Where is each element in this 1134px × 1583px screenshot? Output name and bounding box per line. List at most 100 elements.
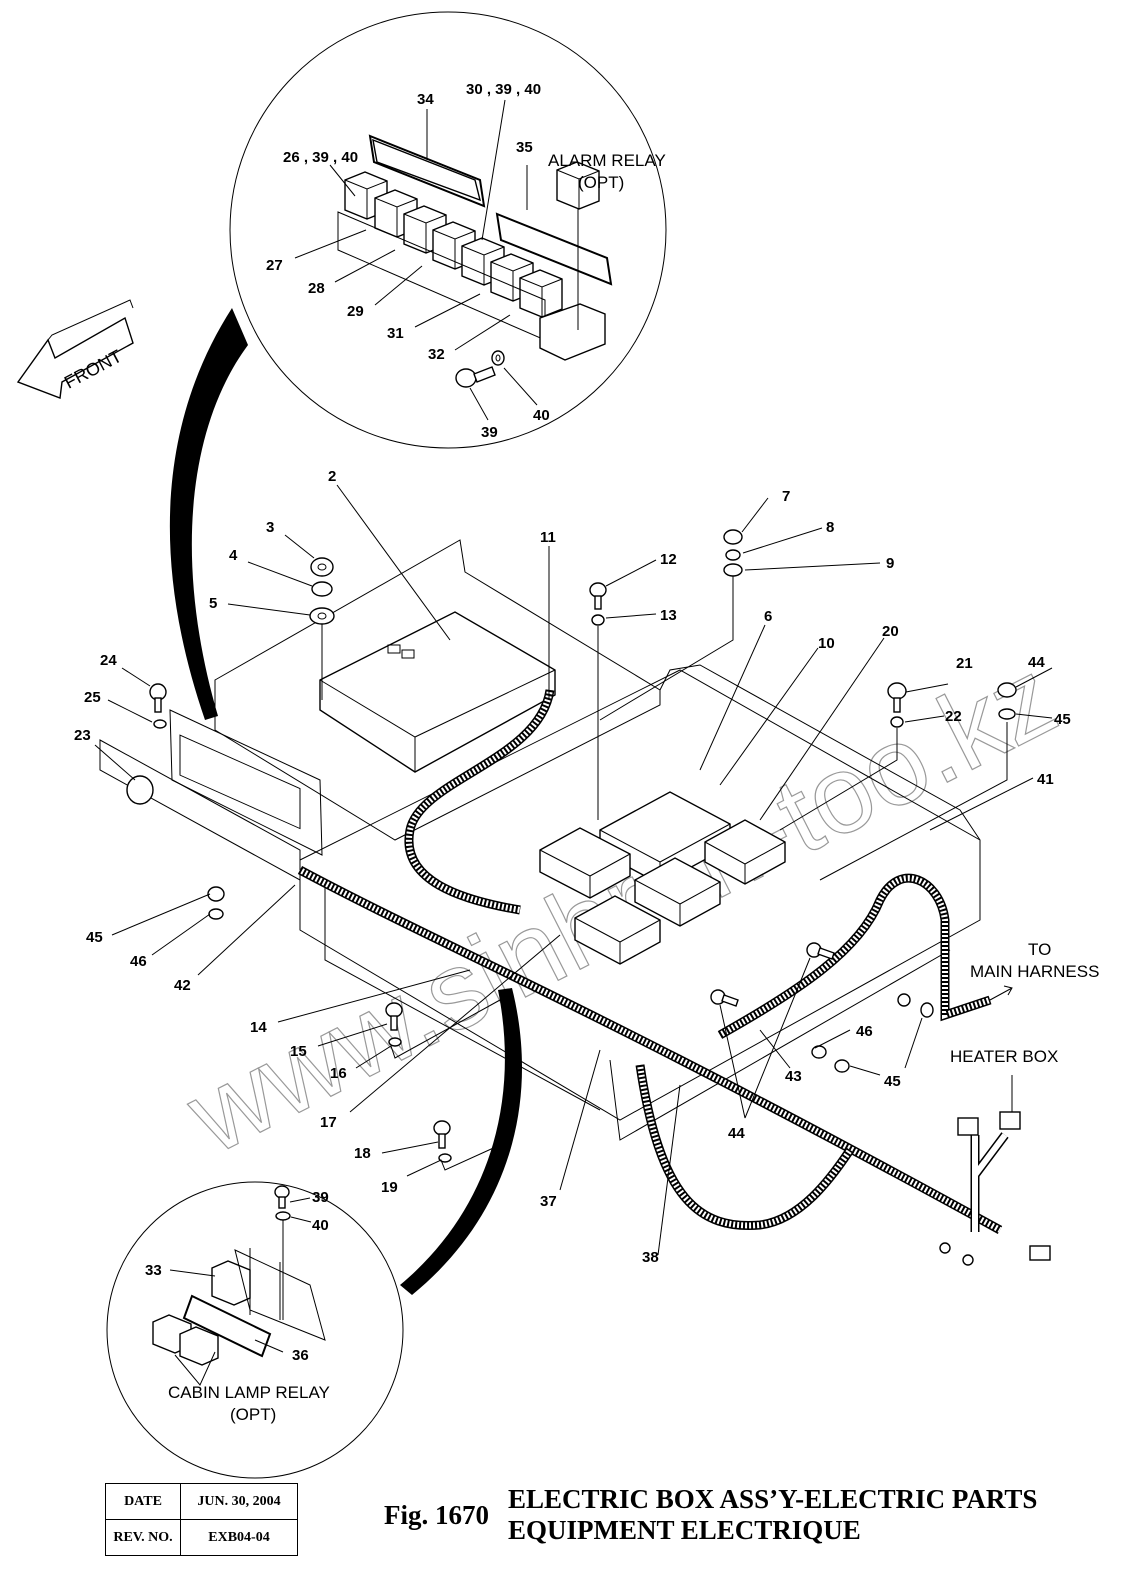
relay-label-plate-35 bbox=[495, 212, 613, 286]
callout-32: 32 bbox=[428, 346, 445, 363]
fastener-washer-46-right bbox=[897, 993, 911, 1007]
callout-45-top: 45 bbox=[1054, 711, 1071, 728]
leader-lines bbox=[94, 484, 1053, 1256]
fastener-washer-16 bbox=[388, 1037, 402, 1047]
callout-39-top: 39 bbox=[481, 424, 498, 441]
to-label: TO bbox=[1028, 940, 1051, 959]
date-value: JUN. 30, 2004 bbox=[180, 1483, 298, 1520]
fastener-bolt-24 bbox=[149, 683, 167, 713]
alarm-relay-opt bbox=[556, 161, 600, 210]
callout-39-bottom: 39 bbox=[312, 1189, 329, 1206]
callout-45-right: 45 bbox=[884, 1073, 901, 1090]
clamp-23 bbox=[126, 775, 154, 805]
callout-36: 36 bbox=[292, 1347, 309, 1364]
screw-39-bottom bbox=[274, 1185, 290, 1209]
fastener-washer-46b bbox=[811, 1045, 827, 1059]
callout-18: 18 bbox=[354, 1145, 371, 1162]
fastener-washer-5 bbox=[309, 607, 335, 625]
callout-28: 28 bbox=[308, 280, 325, 297]
rev-value: EXB04-04 bbox=[180, 1519, 298, 1556]
callout-4: 4 bbox=[229, 547, 238, 564]
fastener-washer-4 bbox=[311, 581, 333, 597]
fastener-washer-13 bbox=[591, 614, 605, 626]
to-main-harness-arrow-icon bbox=[989, 985, 1013, 1001]
controller-2 bbox=[387, 644, 415, 659]
callout-22: 22 bbox=[945, 708, 962, 725]
callout-21: 21 bbox=[956, 655, 973, 672]
callout-40-bottom: 40 bbox=[312, 1217, 329, 1234]
callout-27: 27 bbox=[266, 257, 283, 274]
figure-number: Fig. 1670 bbox=[384, 1500, 489, 1530]
figure-title-fr: EQUIPMENT ELECTRIQUE bbox=[508, 1515, 861, 1545]
callout-16: 16 bbox=[330, 1065, 347, 1082]
callout-10: 10 bbox=[818, 635, 835, 652]
callout-14: 14 bbox=[250, 1019, 267, 1036]
callout-40-top: 40 bbox=[533, 407, 550, 424]
fastener-nut-44 bbox=[997, 682, 1017, 698]
alarm-relay-opt-label: (OPT) bbox=[578, 173, 624, 192]
cabin-lamp-relay-opt-label: (OPT) bbox=[230, 1405, 276, 1424]
fastener-washer-25 bbox=[153, 719, 167, 729]
callout-2: 2 bbox=[328, 468, 336, 485]
fastener-bolt-21 bbox=[887, 682, 907, 713]
callout-5: 5 bbox=[209, 595, 217, 612]
callout-17: 17 bbox=[320, 1114, 337, 1131]
fastener-nut-45b bbox=[834, 1059, 850, 1073]
callout-31: 31 bbox=[387, 325, 404, 342]
detail-pointer-bottom bbox=[400, 988, 523, 1295]
detail-pointer-top bbox=[169, 308, 248, 720]
callout-41: 41 bbox=[1037, 771, 1054, 788]
fastener-bolt-44a bbox=[710, 989, 739, 1007]
relay-box-10 bbox=[539, 827, 631, 899]
relay-33 bbox=[211, 1260, 251, 1306]
callout-34: 34 bbox=[417, 91, 434, 108]
relay-panel-left bbox=[99, 709, 323, 881]
callout-35: 35 bbox=[516, 139, 533, 156]
relay-label-plate-34 bbox=[368, 134, 486, 208]
fastener-washer-45 bbox=[998, 708, 1016, 720]
fastener-washer-19 bbox=[438, 1153, 452, 1163]
main-harness-label: MAIN HARNESS bbox=[970, 962, 1099, 981]
callout-20: 20 bbox=[882, 623, 899, 640]
relay-box-20 bbox=[704, 819, 786, 885]
callout-24: 24 bbox=[100, 652, 117, 669]
callout-8: 8 bbox=[826, 519, 834, 536]
callout-29: 29 bbox=[347, 303, 364, 320]
callout-42: 42 bbox=[174, 977, 191, 994]
callout-19: 19 bbox=[381, 1179, 398, 1196]
wire-harness bbox=[297, 689, 1009, 1234]
relay-box-17b bbox=[634, 857, 721, 927]
relay-box-17a bbox=[574, 895, 661, 965]
relay-32b bbox=[519, 269, 563, 318]
callout-46-right: 46 bbox=[856, 1023, 873, 1040]
main-callouts: 2 3 4 5 6 7 8 9 10 11 12 13 14 15 16 17 … bbox=[74, 468, 1071, 1266]
heater-box-label: HEATER BOX bbox=[950, 1047, 1058, 1066]
callout-15: 15 bbox=[290, 1043, 307, 1060]
rev-label: REV. NO. bbox=[105, 1519, 181, 1556]
fastener-washer-8 bbox=[725, 549, 741, 561]
fastener-bolt-18 bbox=[433, 1120, 451, 1149]
figure-titles: ELECTRIC BOX ASS’Y-ELECTRIC PARTS EQUIPM… bbox=[508, 1484, 1037, 1546]
fastener-washer-22 bbox=[890, 716, 904, 728]
callout-45-left: 45 bbox=[86, 929, 103, 946]
fastener-nut-3 bbox=[310, 557, 334, 577]
heater-box-connectors bbox=[939, 1111, 1051, 1266]
detail-circle-top: 34 30 , 39 , 40 26 , 39 , 40 35 27 28 29… bbox=[229, 11, 667, 449]
callout-33: 33 bbox=[145, 1262, 162, 1279]
callout-9: 9 bbox=[886, 555, 894, 572]
detail-circle-bottom: 39 40 33 36 CABIN LAMP RELAY (OPT) bbox=[106, 1181, 404, 1479]
relay-row bbox=[337, 171, 606, 361]
callout-46-left: 46 bbox=[130, 953, 147, 970]
callout-26-39-40: 26 , 39 , 40 bbox=[283, 149, 358, 166]
callout-12: 12 bbox=[660, 551, 677, 568]
screw-39 bbox=[455, 366, 496, 388]
callout-7: 7 bbox=[782, 488, 790, 505]
callout-23: 23 bbox=[74, 727, 91, 744]
washer-40-bottom bbox=[275, 1211, 291, 1221]
washer-40 bbox=[491, 350, 505, 366]
fastener-nut-45-left bbox=[207, 886, 225, 902]
callout-11: 11 bbox=[540, 529, 556, 546]
fastener-nut-7 bbox=[723, 529, 743, 545]
fastener-washer-9 bbox=[723, 563, 743, 577]
